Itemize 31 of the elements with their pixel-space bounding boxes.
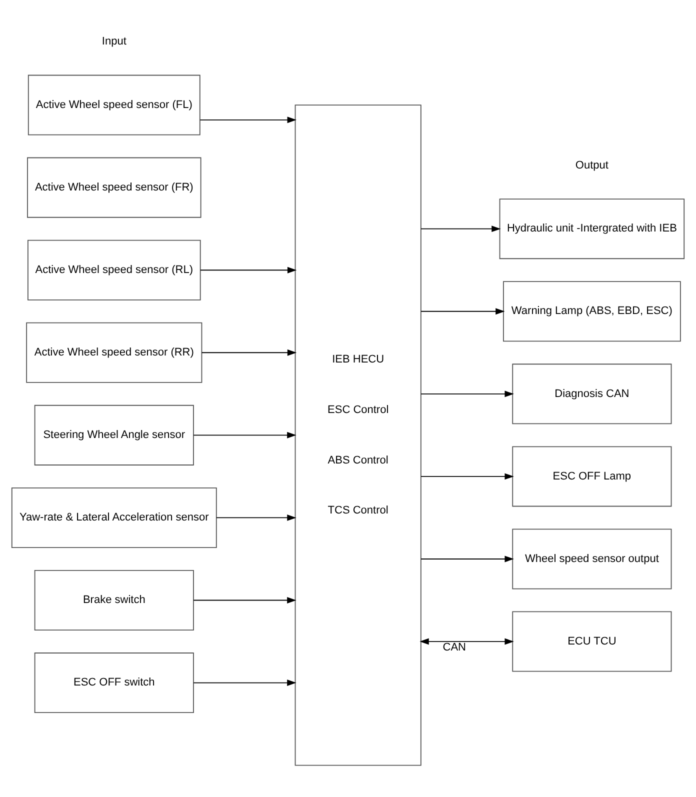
node-box: ESC OFF Lamp (512, 446, 672, 507)
node-box: Brake switch (34, 570, 194, 631)
arrow (193, 432, 296, 438)
node-box: Diagnosis CAN (512, 364, 672, 424)
arrow (193, 680, 296, 686)
arrow (201, 349, 297, 356)
node-box: Yaw-rate & Lateral Acceleration sensor (11, 487, 217, 548)
node-box: Wheel speed sensor output (512, 528, 672, 590)
node-box: Warning Lamp (ABS, EBD, ESC) (502, 281, 681, 342)
node-box: Active Wheel speed sensor (FL) (28, 74, 200, 136)
node-box: ECU TCU (512, 611, 672, 672)
label: Output (575, 159, 608, 172)
arrow (216, 514, 296, 521)
arrow (200, 266, 297, 274)
arrow (420, 390, 514, 398)
arrow (193, 597, 296, 604)
node-box: Hydraulic unit -Intergrated with IEB (499, 198, 685, 260)
node-box: Active Wheel speed sensor (RL) (27, 240, 201, 300)
arrow (420, 556, 514, 562)
node-box: Steering Wheel Angle sensor (34, 404, 194, 466)
arrow (420, 226, 501, 232)
label: Input (102, 36, 126, 48)
edge-label: CAN (442, 641, 466, 654)
arrow (200, 116, 296, 124)
node-box: Active Wheel speed sensor (RR) (26, 322, 202, 383)
arrow (420, 308, 505, 315)
node-box: ESC OFF switch (34, 652, 194, 714)
arrow (420, 473, 514, 480)
arrow (420, 638, 514, 645)
node-box: IEB HECU ESC Control ABS Control TCS Control (294, 104, 422, 766)
node-box: Active Wheel speed sensor (FR) (27, 157, 202, 218)
